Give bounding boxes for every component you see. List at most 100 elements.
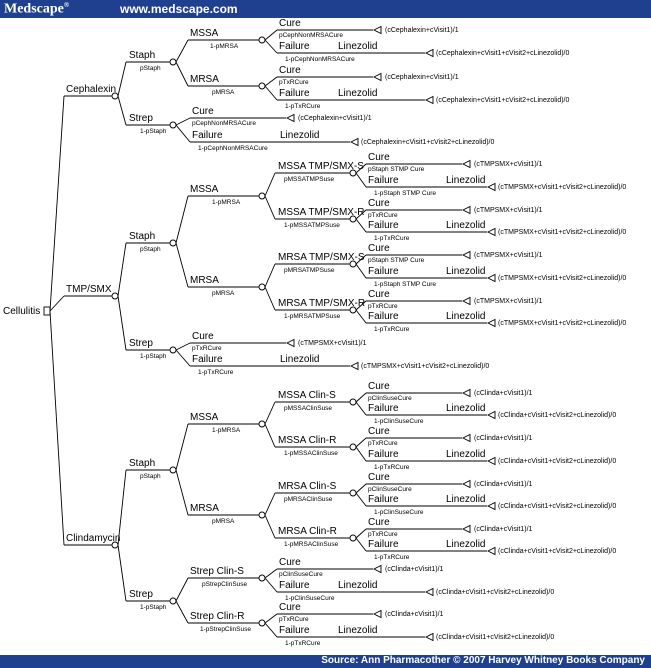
failure-label: Failure xyxy=(368,175,399,186)
chance-node xyxy=(349,534,357,542)
prob-pstaph: pStaph xyxy=(140,65,161,72)
failure-label: Failure xyxy=(368,266,399,277)
payoff-cure: (cTMPSMX+cVisit1)/1 xyxy=(474,207,543,214)
susceptibility-branch xyxy=(175,577,189,602)
cure-label: Cure xyxy=(368,426,390,437)
chance-node xyxy=(258,619,266,627)
chance-node xyxy=(349,489,357,497)
prob-susceptible: pMSSAClinSuse xyxy=(284,405,332,412)
failure-label: Failure xyxy=(279,88,310,99)
outcome-branch xyxy=(264,76,278,87)
payoff-failure: (cTMPSMX+cVisit1+cVisit2+cLinezolid)/0 xyxy=(498,229,626,236)
prob-cure: pTxRCure xyxy=(368,440,398,447)
outcome-branch xyxy=(264,29,278,41)
outcome-branch xyxy=(264,39,278,54)
footer-bar: Source: Ann Pharmacother © 2007 Harvey W… xyxy=(0,655,651,668)
susceptibility-branch xyxy=(264,195,276,220)
staph-label: Staph xyxy=(129,231,155,242)
failure-label: Failure xyxy=(368,220,399,231)
prob-cure: pStaph STMP Cure xyxy=(368,166,425,173)
payoff-cure: (cTMPSMX+cVisit1)/1 xyxy=(474,252,543,259)
payoff-failure: (cCephalexin+cVisit1+cVisit2+cLinezolid)… xyxy=(436,50,570,57)
terminal-node xyxy=(486,501,496,511)
outcome-branch xyxy=(264,85,278,101)
payoff-failure: (cClinda+cVisit1+cVisit2+cLinezolid)/0 xyxy=(498,548,616,555)
species-branch xyxy=(175,195,189,244)
prob-1-pstaph: 1-pStaph xyxy=(140,604,167,611)
prob-failure: 1-pClinSuseCure xyxy=(374,418,424,425)
failure-label: Failure xyxy=(192,130,223,141)
chance-node xyxy=(169,466,177,474)
antibiotic-branch xyxy=(49,310,65,546)
site-url[interactable]: www.medscape.com xyxy=(120,2,238,16)
susceptibility-branch xyxy=(175,600,189,624)
terminal-node xyxy=(372,25,382,35)
failure-label: Failure xyxy=(279,625,310,636)
failure-label: Failure xyxy=(368,403,399,414)
payoff-cure: (cClinda+cVisit1)/1 xyxy=(474,481,533,488)
staph-label: Staph xyxy=(129,50,155,61)
source-credit: Source: Ann Pharmacother © 2007 Harvey W… xyxy=(321,655,645,666)
prob-cure: pTxRCure xyxy=(279,616,309,623)
susceptible-label: MSSA TMP/SMX-S xyxy=(278,161,364,172)
payoff-failure: (cTMPSMX+cVisit1+cVisit2+cLinezolid)/0 xyxy=(361,363,489,370)
failure-label: Failure xyxy=(279,580,310,591)
outcome-branch xyxy=(355,446,367,462)
species-branch xyxy=(175,61,189,87)
species-branch xyxy=(175,423,189,471)
resistant-label: MSSA Clin-R xyxy=(278,435,336,446)
chance-node xyxy=(258,82,266,90)
prob-cure: pClinSuseCure xyxy=(368,395,412,402)
prob-cure: pClinSuseCure xyxy=(368,486,412,493)
payoff-cure: (cClinda+cVisit1)/1 xyxy=(474,390,533,397)
susceptibility-branch xyxy=(264,286,276,311)
failure-label: Failure xyxy=(279,41,310,52)
prob-cure: pTxRCure xyxy=(192,345,222,352)
organism-branch xyxy=(117,242,127,297)
terminal-node xyxy=(372,564,382,574)
prob-cure: pStaph STMP Cure xyxy=(368,257,425,264)
susceptibility-branch xyxy=(264,514,276,539)
outcome-branch xyxy=(355,537,367,552)
terminal-node xyxy=(372,609,382,619)
prob-1-pmrsa: 1-pMRSA xyxy=(210,43,239,50)
prob-cure: pClinSuseCure xyxy=(279,571,323,578)
susceptible-label: MSSA Clin-S xyxy=(278,390,336,401)
antibiotic-clindamycin: Clindamycin xyxy=(66,533,120,544)
payoff-cure: (cClinda+cVisit1)/1 xyxy=(474,526,533,533)
terminal-node xyxy=(372,72,382,82)
failure-label: Failure xyxy=(368,539,399,550)
outcome-branch xyxy=(264,577,278,593)
cure-label: Cure xyxy=(368,289,390,300)
prob-failure: 1-pStaph STMP Cure xyxy=(374,281,436,288)
terminal-node xyxy=(486,456,496,466)
terminal-node xyxy=(461,296,471,306)
linezolid-label: Linezolid xyxy=(446,175,485,186)
prob-cure: pTxRCure xyxy=(368,531,398,538)
outcome-branch xyxy=(355,528,367,539)
mssa-label: MSSA xyxy=(190,412,219,423)
linezolid-label: Linezolid xyxy=(446,494,485,505)
prob-pmrsa: pMRSA xyxy=(212,518,235,525)
prob-1-pstrepclinsuse: 1-pStrepClinSuse xyxy=(200,626,251,633)
resistant-label: MSSA TMP/SMX-R xyxy=(278,207,365,218)
outcome-branch xyxy=(355,309,367,324)
terminal-node xyxy=(461,205,471,215)
strep-label: Strep xyxy=(129,589,153,600)
strep-label: Strep xyxy=(129,338,153,349)
prob-cure: pTxRCure xyxy=(368,303,398,310)
prob-failure: 1-pClinSuseCure xyxy=(285,595,335,602)
payoff-failure: (cClinda+cVisit1+cVisit2+cLinezolid)/0 xyxy=(436,634,554,641)
prob-failure: 1-pTxRCure xyxy=(374,554,410,561)
prob-resistant: 1-pMSSAClinSuse xyxy=(284,450,338,457)
chance-node xyxy=(111,92,119,100)
chance-node xyxy=(169,346,177,354)
linezolid-label: Linezolid xyxy=(446,449,485,460)
medscape-logo[interactable]: Medscape® xyxy=(4,1,69,18)
terminal-node xyxy=(486,410,496,420)
prob-pmrsa: pMRSA xyxy=(212,290,235,297)
chance-node xyxy=(349,306,357,314)
terminal-node xyxy=(461,524,471,534)
organism-branch xyxy=(117,544,127,602)
